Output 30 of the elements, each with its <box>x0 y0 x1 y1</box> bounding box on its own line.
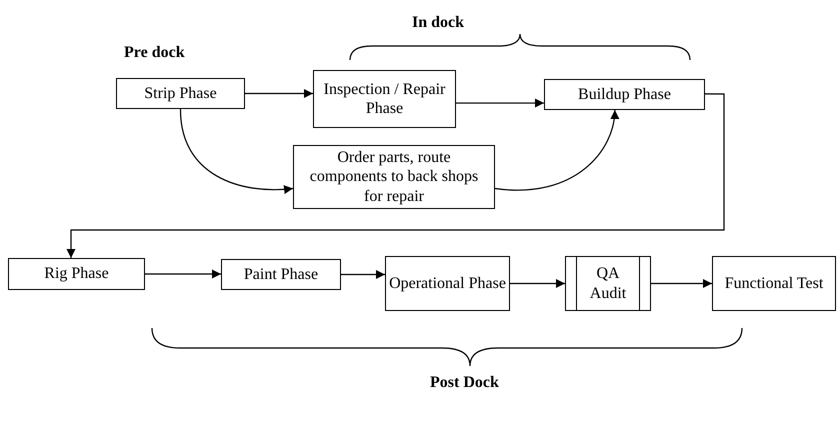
box-label: Strip Phase <box>144 84 217 104</box>
arrow <box>66 93 725 258</box>
arrow <box>341 270 385 279</box>
arrow <box>510 279 565 288</box>
arrow <box>456 98 544 108</box>
box-label: Buildup Phase <box>578 84 671 104</box>
box-label: Paint Phase <box>244 264 318 284</box>
box-label: Rig Phase <box>44 264 109 284</box>
arrow <box>494 110 619 191</box>
box-label: Operational Phase <box>389 274 506 294</box>
box-label: QA Audit <box>588 264 628 303</box>
box-label: Order parts, route components to back shops for repair <box>308 148 480 206</box>
section-label: Post Dock <box>430 374 499 392</box>
arrow <box>180 108 294 194</box>
predefined-process-box <box>565 256 651 311</box>
process-box <box>8 258 145 290</box>
process-box <box>313 70 456 128</box>
section-label: In dock <box>412 14 464 32</box>
process-box <box>293 145 495 209</box>
process-box <box>544 79 705 110</box>
process-box <box>385 256 510 311</box>
box-label: Functional Test <box>724 274 824 294</box>
arrow <box>651 279 712 288</box>
box-label: Inspection / Repair Phase <box>322 80 446 118</box>
process-box <box>116 78 245 109</box>
section-label: Pre dock <box>124 44 185 62</box>
arrow <box>245 89 313 98</box>
arrow <box>145 270 221 278</box>
process-box <box>221 259 341 290</box>
process-box <box>712 256 836 311</box>
